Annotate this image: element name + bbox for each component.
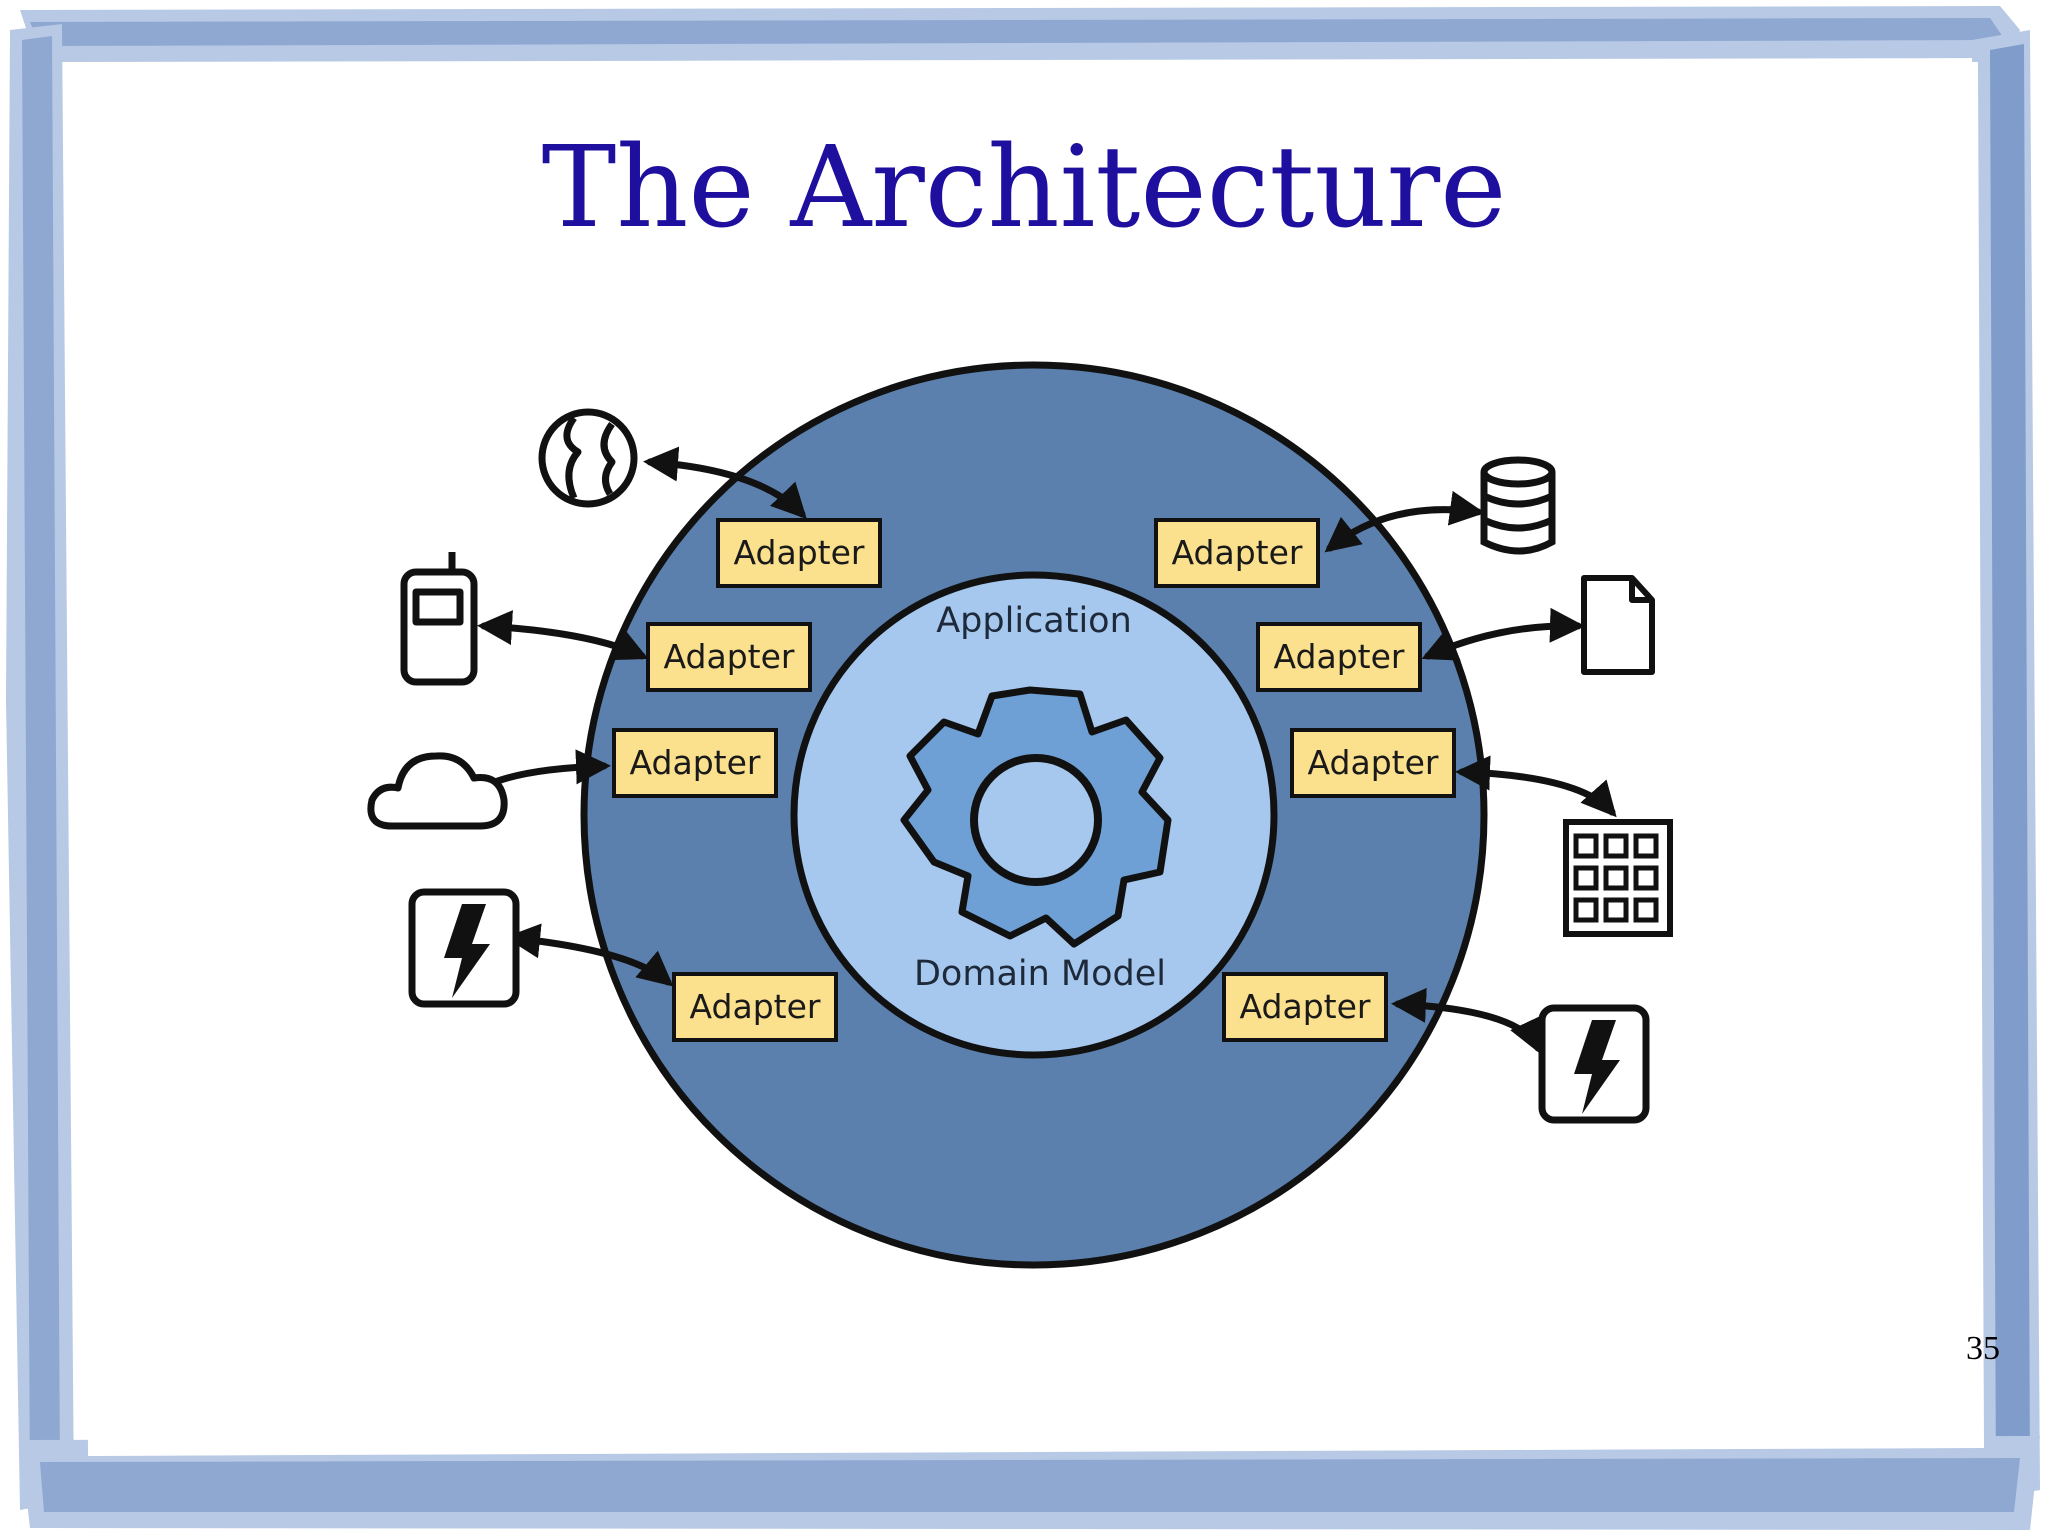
adapter-label: Adapter — [1172, 533, 1303, 572]
adapter-box: Adapter — [612, 728, 778, 798]
adapter-box: Adapter — [1256, 622, 1422, 692]
connector-arrow — [1455, 755, 1617, 818]
adapter-box: Adapter — [1154, 518, 1320, 588]
application-label: Application — [936, 601, 1132, 641]
connector-arrow — [1391, 987, 1542, 1055]
adapter-label: Adapter — [690, 987, 821, 1026]
document-icon — [1581, 575, 1655, 675]
adapter-box: Adapter — [672, 972, 838, 1042]
mobile-phone-icon — [400, 552, 478, 686]
connector-arrow — [505, 923, 674, 987]
lightning-event-icon — [1538, 1004, 1650, 1124]
adapter-label: Adapter — [734, 533, 865, 572]
gear-icon — [900, 686, 1172, 948]
adapter-label: Adapter — [1274, 637, 1405, 676]
adapter-label: Adapter — [1240, 987, 1371, 1026]
connector-arrow — [1324, 490, 1485, 553]
grid-app-icon — [1563, 819, 1673, 937]
adapter-label: Adapter — [664, 637, 795, 676]
slide-title: The Architecture — [541, 123, 1507, 253]
adapter-label: Adapter — [1308, 743, 1439, 782]
adapter-box: Adapter — [716, 518, 882, 588]
adapter-box: Adapter — [1222, 972, 1388, 1042]
globe-icon — [538, 408, 638, 508]
adapter-box: Adapter — [646, 622, 812, 692]
adapter-label: Adapter — [630, 743, 761, 782]
connector-arrow — [477, 610, 649, 661]
page-number: 35 — [1966, 1330, 2000, 1367]
connector-arrow — [1421, 607, 1585, 661]
database-icon — [1480, 456, 1556, 555]
cloud-icon — [367, 752, 508, 830]
adapter-box: Adapter — [1290, 728, 1456, 798]
domain-model-label: Domain Model — [914, 954, 1166, 994]
connector-arrow — [643, 446, 807, 520]
lightning-event-icon — [408, 888, 520, 1008]
